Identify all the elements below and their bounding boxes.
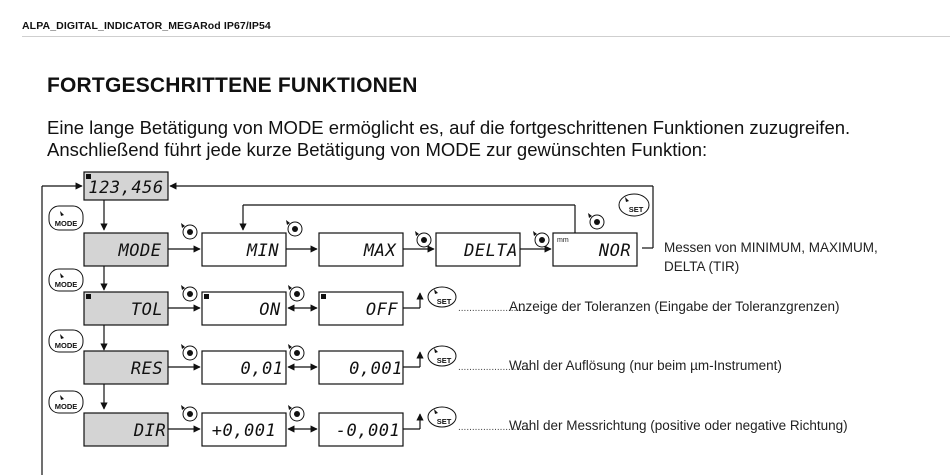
display-res-001 <box>201 350 287 385</box>
mode-button-2[interactable]: MODE <box>48 268 84 292</box>
display-res-text: RES <box>131 359 163 379</box>
svg-text:SET: SET <box>437 417 452 426</box>
press-icon <box>181 285 198 302</box>
display-on-text: ON <box>259 300 281 320</box>
tol-description: Anzeige der Toleranzen (Eingabe der Tole… <box>509 299 839 314</box>
display-dir <box>83 412 169 447</box>
mode-row: MODE MIN MAX DELTA mm NOR <box>83 232 638 267</box>
display-tol-text: TOL <box>131 300 163 320</box>
display-mode-text: MODE <box>118 241 162 261</box>
inner-loop-connector <box>239 204 576 233</box>
top-return-connector <box>169 182 654 249</box>
display-res-0001-text: 0,001 <box>349 359 403 379</box>
svg-text:MODE: MODE <box>55 280 78 289</box>
press-icon <box>181 344 198 361</box>
dir-leader-dots: .......................... <box>458 422 530 433</box>
press-icon <box>288 285 305 302</box>
press-icon <box>286 220 303 237</box>
dir-row: DIR +0,001 -0,001 SET ..................… <box>83 405 848 447</box>
display-nor-text: NOR <box>598 241 631 261</box>
svg-text:SET: SET <box>629 205 644 214</box>
press-icons-row1 <box>181 213 605 248</box>
svg-text:MODE: MODE <box>55 341 78 350</box>
tol-leader-dots: .......................... <box>458 303 530 314</box>
display-max-text: MAX <box>363 241 397 261</box>
display-delta-text: DELTA <box>463 241 518 261</box>
intro-paragraph: Eine lange Betätigung von MODE ermöglich… <box>47 117 850 161</box>
main-loop-connector <box>41 182 83 475</box>
display-nor <box>552 232 638 267</box>
press-icon <box>288 405 305 422</box>
press-icon <box>288 344 305 361</box>
press-icon <box>181 405 198 422</box>
display-dir-positive <box>201 412 287 447</box>
display-max <box>318 232 404 267</box>
display-res-0001 <box>318 350 404 385</box>
svg-text:SET: SET <box>437 297 452 306</box>
press-icon <box>533 231 550 248</box>
display-off-text: OFF <box>366 300 398 320</box>
res-leader-dots: .......................... <box>458 362 530 373</box>
press-icon <box>181 223 198 240</box>
document-header-title: ALPA_DIGITAL_INDICATOR_MEGARod IP67/IP54 <box>22 20 271 32</box>
set-button-res[interactable]: SET <box>427 345 457 367</box>
display-off <box>318 291 404 326</box>
display-res-001-text: 0,01 <box>241 359 284 379</box>
tol-row: TOL ON OFF SET .........................… <box>83 285 839 326</box>
display-dir-text: DIR <box>133 421 166 441</box>
mode-description-line-1: Messen von MINIMUM, MAXIMUM, <box>664 240 878 255</box>
unit-label: mm <box>557 237 569 244</box>
display-mode <box>83 232 169 267</box>
set-button-dir[interactable]: SET <box>427 406 457 428</box>
intro-line-1: Eine lange Betätigung von MODE ermöglich… <box>47 117 851 138</box>
svg-text:SET: SET <box>437 356 452 365</box>
set-button-top[interactable]: SET <box>618 193 650 217</box>
press-icon <box>588 213 605 230</box>
display-on <box>201 291 287 326</box>
svg-text:MODE: MODE <box>55 219 78 228</box>
header-divider <box>22 36 950 37</box>
main-display-value: 123,456 <box>88 178 163 198</box>
display-min-text: MIN <box>246 241 279 261</box>
intro-line-2: Anschließend führt jede kurze Betätigung… <box>47 139 708 160</box>
set-button-tol[interactable]: SET <box>427 286 457 308</box>
display-dir-negative <box>318 412 404 447</box>
section-title: FORTGESCHRITTENE FUNKTIONEN <box>47 74 418 97</box>
display-delta <box>435 232 521 267</box>
mode-button-3[interactable]: MODE <box>48 329 84 353</box>
mode-button-4[interactable]: MODE <box>48 390 84 414</box>
dir-description: Wahl der Messrichtung (positive oder neg… <box>509 418 848 433</box>
display-dir-negative-text: -0,001 <box>336 421 400 441</box>
main-display: 123,456 <box>83 171 169 201</box>
res-description: Wahl der Auflösung (nur beim µm-Instrume… <box>509 358 782 373</box>
display-min <box>201 232 287 267</box>
display-dir-positive-text: +0,001 <box>212 421 276 441</box>
svg-text:MODE: MODE <box>55 402 78 411</box>
press-icon <box>415 231 432 248</box>
mode-description-line-2: DELTA (TIR) <box>664 259 739 274</box>
res-row: RES 0,01 0,001 SET .....................… <box>83 344 782 385</box>
mode-button-1[interactable]: MODE <box>48 205 84 231</box>
